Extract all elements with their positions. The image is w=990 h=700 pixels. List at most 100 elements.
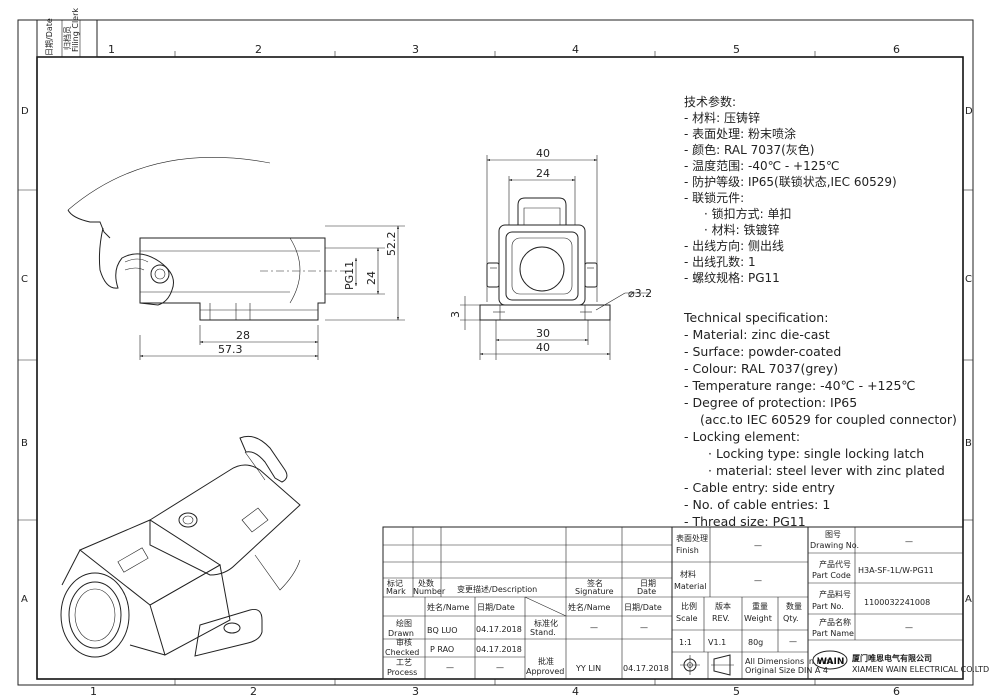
tb-weight-value: 80g [748, 638, 763, 647]
zone-right-d: D [965, 106, 973, 117]
spec-en-line-3: - Colour: RAL 7037(grey) [684, 361, 838, 376]
spec-cn-line-5: - 防护等级: IP65(联锁状态,IEC 60529) [684, 174, 897, 189]
zone-left-b: B [21, 438, 28, 449]
tb-description: 变更描述/Description [457, 584, 537, 594]
tb-weight-cn: 重量 [752, 601, 768, 611]
tb-number-en: Number [413, 587, 446, 596]
zone-right-b: B [965, 438, 972, 449]
tb-number-cn: 处数 [418, 578, 434, 588]
tb-approved-date: 04.17.2018 [623, 664, 669, 673]
isometric-view: WAIN [60, 435, 301, 658]
projection-symbol [680, 654, 734, 676]
dim-3: 3 [449, 311, 462, 318]
spec-en-line-2: - Surface: powder-coated [684, 344, 841, 359]
tb-drawingno-value: — [905, 537, 913, 546]
zone-top-4: 4 [572, 43, 579, 56]
tb-date-hdr: 日期/Date [477, 603, 515, 612]
tb-drawn-en: Drawn [388, 629, 414, 638]
spec-cn-line-6: - 联锁元件: [684, 190, 744, 205]
tb-partcode-cn: 产品代号 [819, 559, 851, 569]
tb-date-hdr2: 日期/Date [624, 603, 662, 612]
tb-signature-en: Signature [575, 587, 614, 596]
tb-rev-cn: 版本 [715, 601, 731, 611]
tb-checked-en: Checked [385, 648, 419, 657]
dim-57-3: 57.3 [218, 343, 243, 356]
tb-mark-cn: 标记 [387, 578, 403, 588]
tb-standard-cn: 标准化 [534, 618, 558, 628]
tb-qty-value: — [789, 637, 797, 646]
spec-cn-line-11: - 螺纹规格: PG11 [684, 270, 780, 285]
dim-hole: ⌀3.2 [628, 287, 652, 300]
zone-top-6: 6 [893, 43, 900, 56]
filing-box: 日期/Date 归档员 Filing Clerk [36, 8, 98, 58]
tb-signature-cn: 签名 [587, 578, 603, 588]
tb-finish-value: — [754, 541, 762, 550]
tb-drawingno-cn: 图号 [825, 530, 841, 539]
dim-28: 28 [236, 329, 250, 342]
zone-bottom-3: 3 [412, 685, 419, 698]
zone-bottom-1: 1 [90, 685, 97, 698]
dim-52-2: 52.2 [385, 232, 398, 257]
spec-en-line-12: - Thread size: PG11 [684, 514, 806, 529]
dim-24-side: 24 [365, 271, 378, 285]
tb-finish-cn: 表面处理 [676, 533, 708, 543]
zone-left-d: D [21, 106, 29, 117]
tb-material-value: — [754, 576, 762, 585]
tb-partname-value: — [905, 623, 913, 632]
tb-checked-cn: 审核 [396, 637, 412, 647]
title-block: 标记 Mark 处数 Number 变更描述/Description 签名 Si… [382, 526, 989, 680]
tb-approved-en: Approved [526, 667, 564, 676]
zone-top-1: 1 [108, 43, 115, 56]
tb-dims-note-2: Original Size DIN A 4 [745, 666, 828, 675]
tb-qty-en: Qty. [783, 614, 799, 623]
tb-finish-en: Finish [676, 546, 699, 555]
spec-cn-line-1: - 材料: 压铸锌 [684, 110, 760, 125]
spec-en-line-9: · material: steel lever with zinc plated [708, 463, 945, 478]
tb-approved-cn: 批准 [538, 656, 554, 666]
spec-en-line-10: - Cable entry: side entry [684, 480, 836, 495]
tb-name-hdr: 姓名/Name [427, 602, 469, 612]
spec-en-line-8: · Locking type: single locking latch [708, 446, 924, 461]
zone-bottom-2: 2 [250, 685, 257, 698]
zone-top-5: 5 [733, 43, 740, 56]
spec-cn-line-2: - 表面处理: 粉末喷涂 [684, 126, 796, 141]
outer-border [17, 19, 974, 686]
tb-process-name: — [446, 663, 454, 672]
date-label: 日期/Date [45, 18, 54, 56]
zone-top-3: 3 [412, 43, 419, 56]
tb-standard-date: — [640, 623, 648, 632]
tb-dims-note-1: All Dimensions in mm [745, 657, 832, 666]
tb-weight-en: Weight [744, 614, 772, 623]
tb-scale-cn: 比例 [681, 601, 697, 611]
tb-approved-name: YY LIN [575, 664, 601, 673]
tb-drawn-date: 04.17.2018 [476, 625, 522, 634]
spec-cn-line-8: · 材料: 铁镀锌 [704, 223, 780, 237]
tb-checked-date: 04.17.2018 [476, 645, 522, 654]
lever-arc [67, 157, 271, 211]
tb-partname-cn: 产品名称 [819, 617, 851, 627]
tb-partname-en: Part Name [812, 629, 854, 638]
zone-bottom-5: 5 [733, 685, 740, 698]
spec-en-line-11: - No. of cable entries: 1 [684, 497, 830, 512]
wain-logo-text: WAIN [817, 657, 844, 667]
tb-partcode-en: Part Code [812, 571, 851, 580]
zone-top-2: 2 [255, 43, 262, 56]
zone-left-c: C [21, 274, 28, 285]
tb-partno-en: Part No. [812, 602, 844, 611]
tb-drawingno-en: Drawing No. [810, 541, 859, 550]
tb-mark-en: Mark [386, 587, 406, 596]
tb-process-cn: 工艺 [396, 658, 412, 667]
spec-cn-line-3: - 颜色: RAL 7037(灰色) [684, 142, 814, 157]
company-logo: WAIN [812, 650, 848, 670]
filing-clerk-cn: 归档员 [62, 26, 72, 50]
tb-qty-cn: 数量 [786, 601, 802, 611]
dim-40-bottom: 40 [536, 341, 550, 354]
front-view: 40 24 ⌀3.2 3 [449, 147, 652, 360]
tb-partno-value: 1100032241008 [864, 598, 930, 607]
filing-clerk-en: Filing Clerk [71, 8, 80, 52]
dim-24-top: 24 [536, 167, 550, 180]
spec-cn-line-4: - 温度范围: -40℃ - +125℃ [684, 158, 839, 173]
tb-process-date: — [496, 663, 504, 672]
tb-standard-en: Stand. [530, 628, 556, 637]
